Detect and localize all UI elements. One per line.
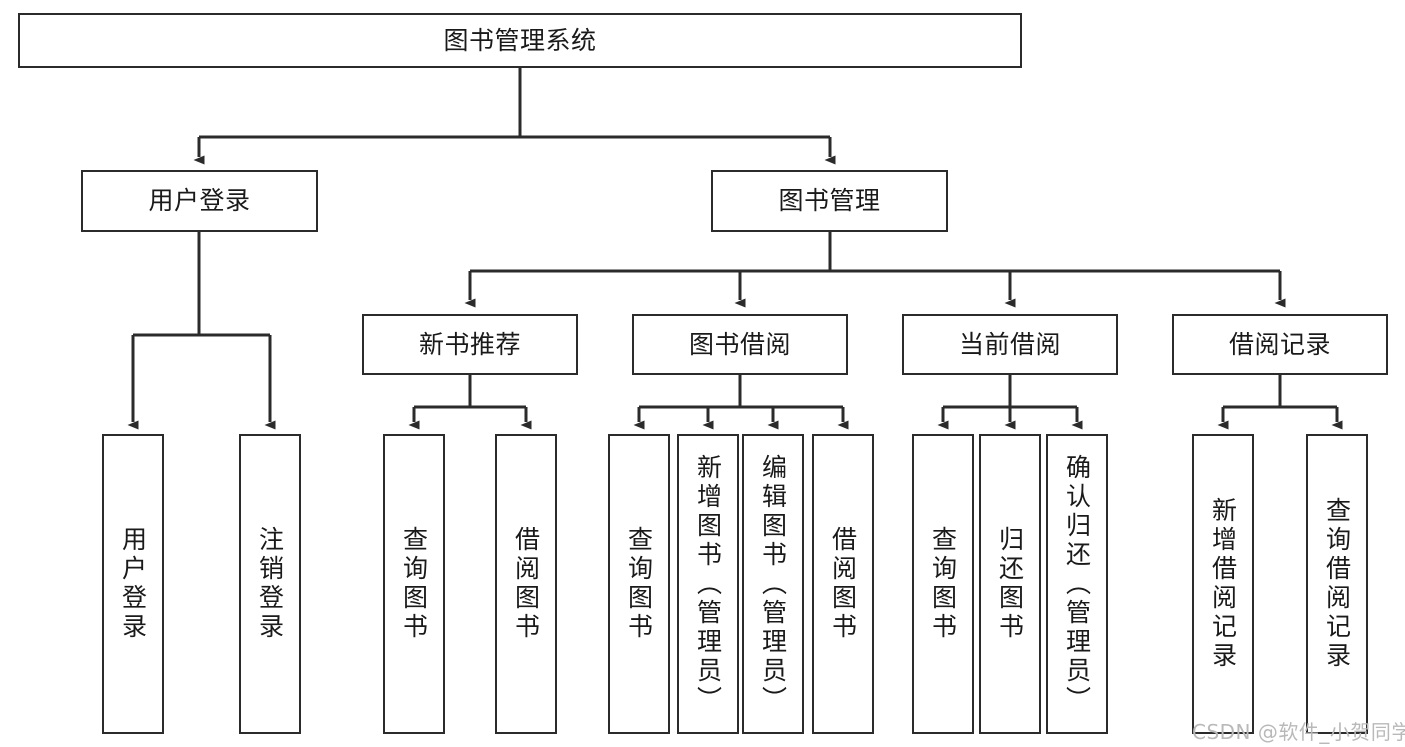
- node-label: 新增借阅记录: [1208, 497, 1238, 671]
- node-label: 查询图书: [928, 526, 958, 642]
- node-current-borrow[interactable]: 当前借阅: [902, 314, 1118, 375]
- node-label: 借阅记录: [1228, 329, 1331, 359]
- node-label: 图书管理系统: [443, 25, 597, 55]
- leaf-query-book-new[interactable]: 查询图书: [383, 434, 445, 734]
- node-label: 图书管理: [778, 186, 881, 215]
- node-label: 确认归还（管理员）: [1062, 453, 1092, 715]
- node-label: 注销登录: [255, 526, 285, 642]
- leaf-query-book-current[interactable]: 查询图书: [912, 434, 974, 734]
- leaf-return-book[interactable]: 归还图书: [979, 434, 1041, 734]
- node-label: 编辑图书（管理员）: [758, 453, 788, 715]
- node-label: 用户登录: [118, 526, 148, 642]
- leaf-user-login[interactable]: 用户登录: [102, 434, 164, 734]
- node-label: 借阅图书: [828, 526, 858, 642]
- leaf-query-borrow-record[interactable]: 查询借阅记录: [1306, 434, 1368, 734]
- node-label: 借阅图书: [511, 526, 541, 642]
- node-label: 图书借阅: [688, 329, 791, 359]
- node-label: 新书推荐: [418, 329, 521, 359]
- node-borrow-record[interactable]: 借阅记录: [1172, 314, 1388, 375]
- node-root-system[interactable]: 图书管理系统: [18, 13, 1022, 68]
- leaf-edit-book-admin[interactable]: 编辑图书（管理员）: [742, 434, 804, 734]
- node-label: 查询借阅记录: [1322, 497, 1352, 671]
- leaf-borrow-book-new[interactable]: 借阅图书: [495, 434, 557, 734]
- leaf-confirm-return-admin[interactable]: 确认归还（管理员）: [1046, 434, 1108, 734]
- node-label: 用户登录: [148, 186, 251, 215]
- node-label: 查询图书: [399, 526, 429, 642]
- node-label: 当前借阅: [958, 329, 1061, 359]
- leaf-query-book-borrow[interactable]: 查询图书: [608, 434, 670, 734]
- leaf-borrow-book[interactable]: 借阅图书: [812, 434, 874, 734]
- leaf-add-book-admin[interactable]: 新增图书（管理员）: [677, 434, 739, 734]
- node-new-book-recommend[interactable]: 新书推荐: [362, 314, 578, 375]
- node-label: 新增图书（管理员）: [693, 453, 723, 715]
- leaf-add-borrow-record[interactable]: 新增借阅记录: [1192, 434, 1254, 734]
- node-book-management[interactable]: 图书管理: [711, 170, 948, 232]
- node-book-borrow[interactable]: 图书借阅: [632, 314, 848, 375]
- node-label: 查询图书: [624, 526, 654, 642]
- node-user-login[interactable]: 用户登录: [81, 170, 318, 232]
- node-label: 归还图书: [995, 526, 1025, 642]
- leaf-logout[interactable]: 注销登录: [239, 434, 301, 734]
- csdn-watermark: CSDN @软件_小贺同学: [1192, 720, 1405, 744]
